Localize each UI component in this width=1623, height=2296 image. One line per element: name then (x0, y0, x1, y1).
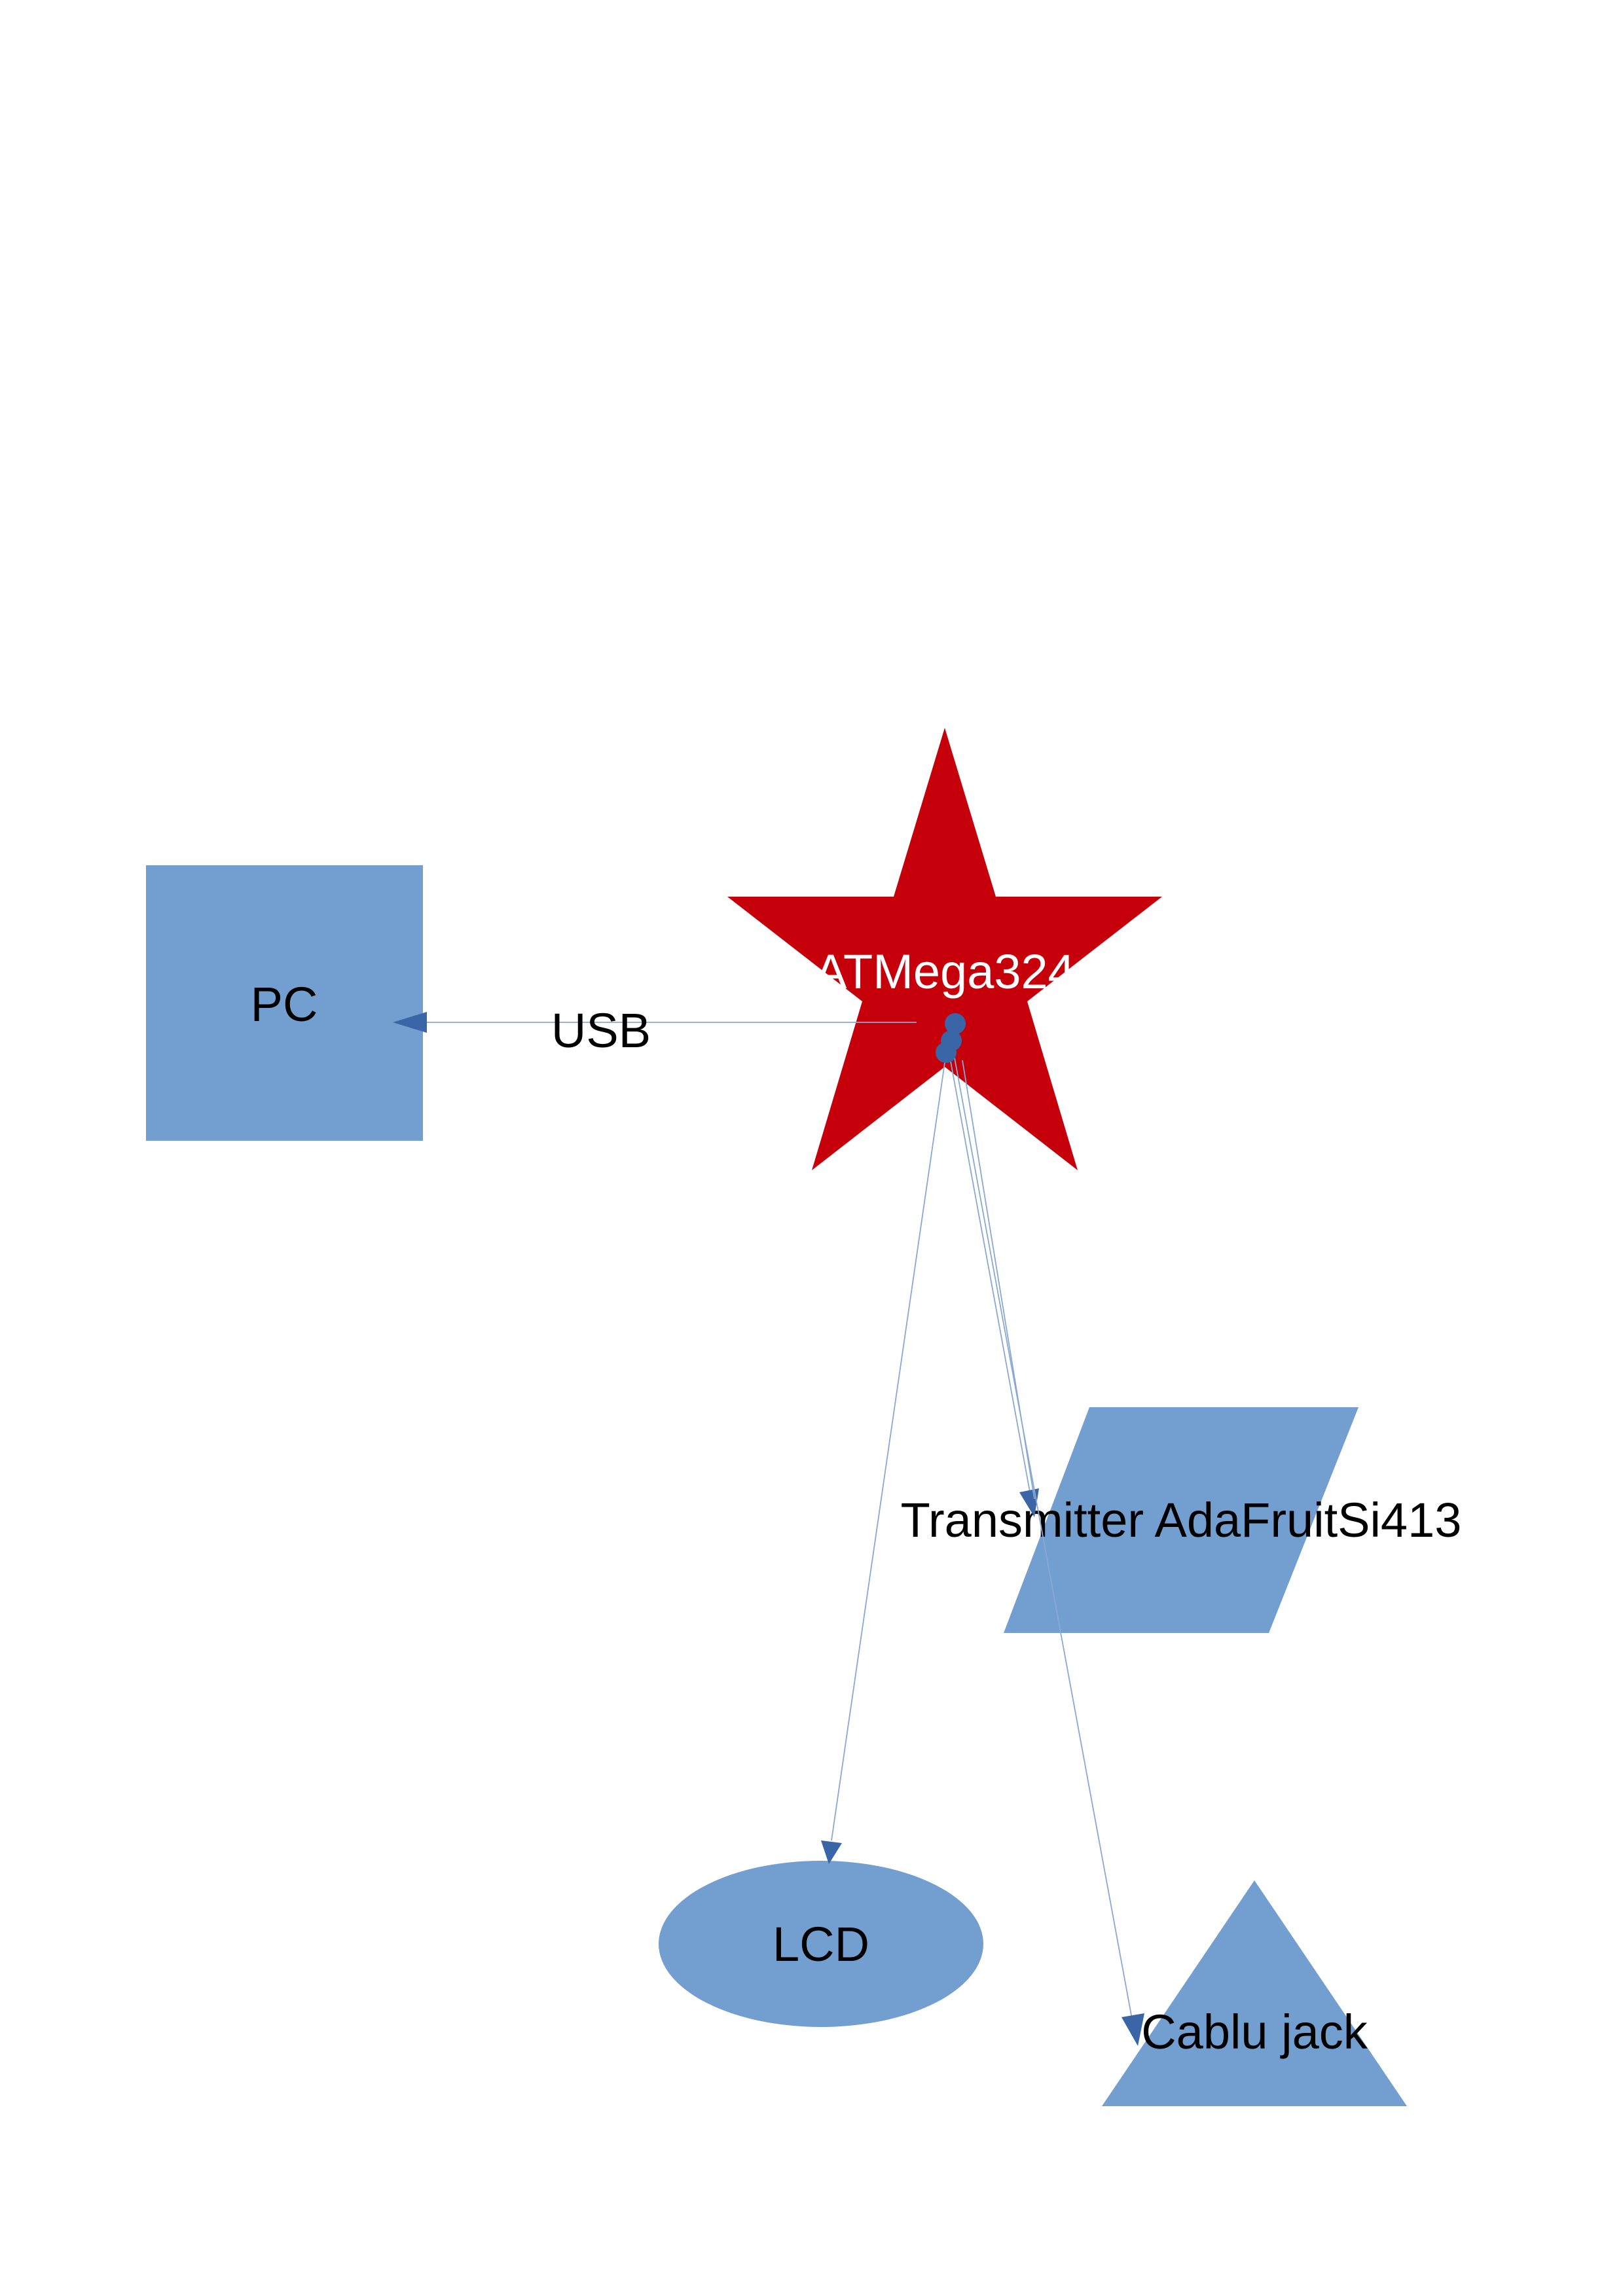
cablu-jack-label: Cablu jack (1141, 2005, 1368, 2059)
cablu-jack-arrowhead (1122, 2013, 1144, 2046)
connector-dot (936, 1042, 957, 1063)
lcd-arrowhead (821, 1840, 842, 1864)
pc-node[interactable] (146, 865, 423, 1141)
cablu-jack-node[interactable] (1102, 1880, 1407, 2106)
usb-edge-label: USB (551, 1003, 651, 1058)
lcd-node[interactable] (659, 1861, 983, 2027)
connector-dot (945, 1013, 966, 1034)
atmega-label: ATMega324 (814, 944, 1075, 999)
atmega-star-node[interactable] (727, 728, 1162, 1170)
transmitter-label: Transmitter AdaFruitSi413 (901, 1493, 1462, 1547)
transmitter-node[interactable] (1004, 1407, 1359, 1633)
lcd-label: LCD (773, 1917, 869, 1971)
edge-to-cablu-jack (952, 1047, 1144, 2046)
pc-label: PC (251, 977, 318, 1031)
usb-arrowhead (393, 1012, 427, 1033)
edge-usb (393, 1012, 917, 1033)
edge-to-lcd (821, 1053, 947, 1864)
